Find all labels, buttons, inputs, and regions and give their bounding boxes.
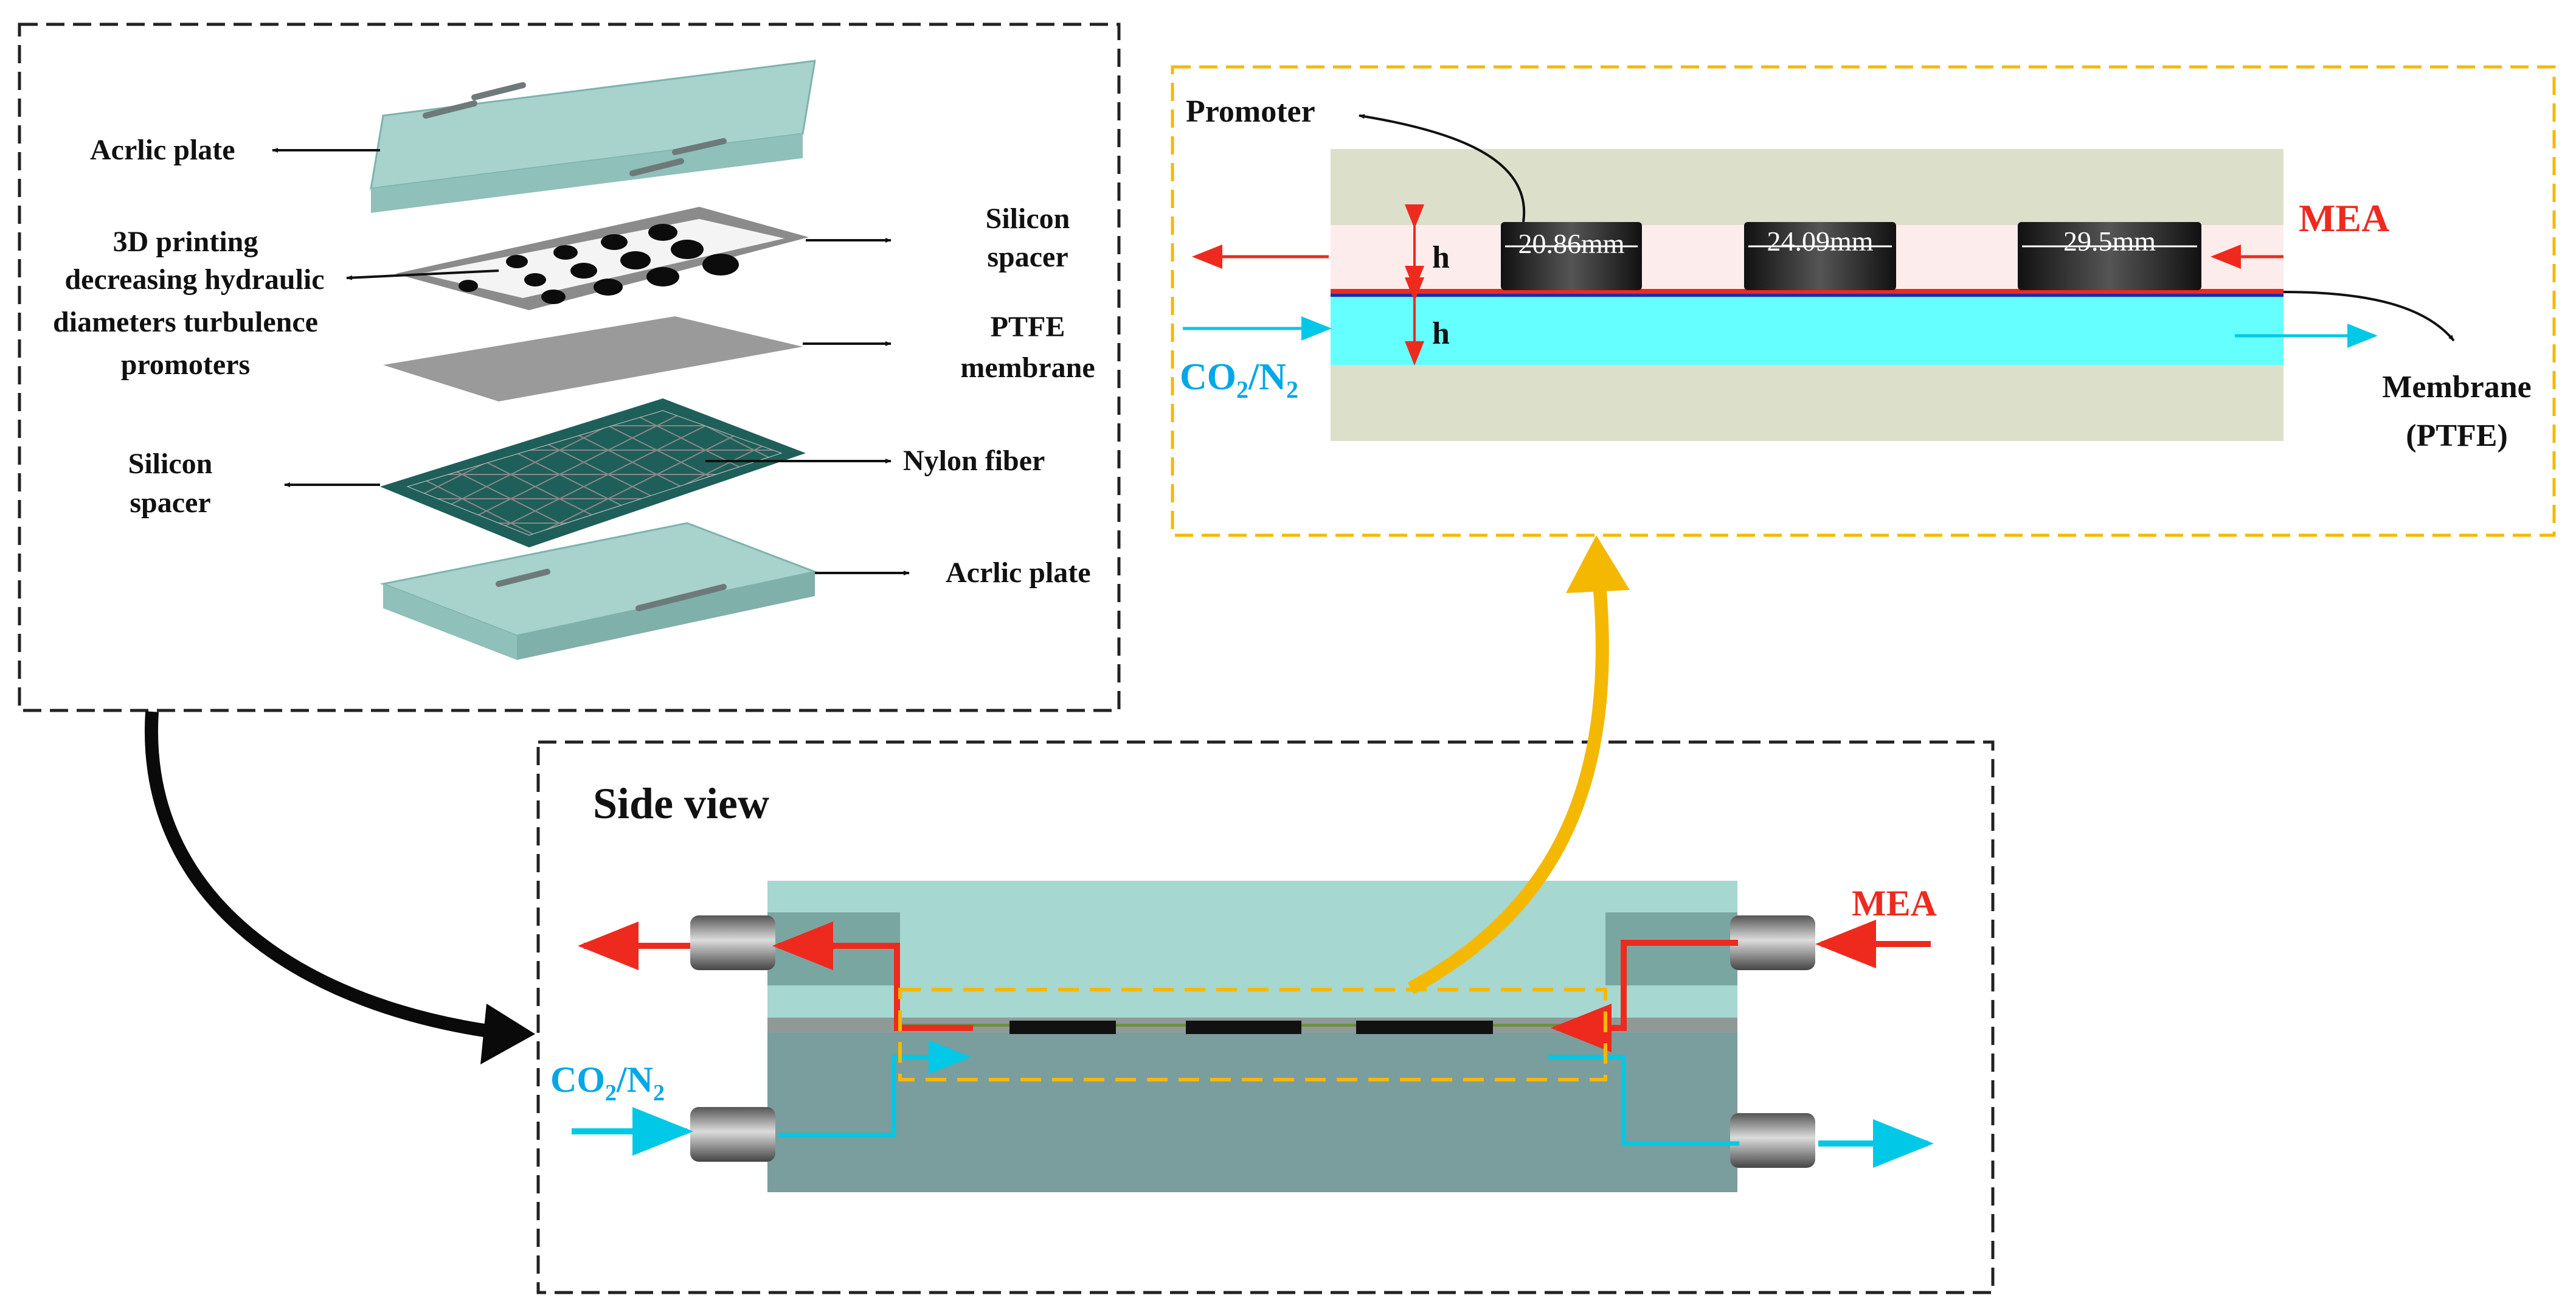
exploded-view-panel: Acrlic plate 3D printing decreasing hydr… <box>18 23 1121 712</box>
side-view-title: Side view <box>593 779 769 828</box>
leader-promoters <box>346 269 499 280</box>
silicon-spacer-with-promoters <box>395 207 809 310</box>
side-gas-label: CO2/N2 <box>550 1060 665 1106</box>
promoter-dim-1: 20.86mm <box>1518 228 1624 259</box>
pipe-bottom-right <box>1730 1113 1815 1168</box>
exploded-panel-frame <box>18 23 1121 712</box>
promoter-block-1 <box>1501 222 1642 290</box>
pipe-top-left <box>690 915 775 970</box>
label-spacer-right-2: spacer <box>987 241 1068 273</box>
turbulence-promoter-holes <box>459 224 739 304</box>
label-promoters-2: decreasing hydraulic <box>64 263 324 296</box>
side-mea-flow <box>1551 940 1738 1052</box>
membrane-callout <box>2283 291 2455 342</box>
detail-panel-frame <box>1171 65 2556 537</box>
detail-membrane-line <box>1331 289 2283 294</box>
label-ptfe-1: PTFE <box>991 311 1065 343</box>
detail-mea-label: MEA <box>2299 196 2389 240</box>
side-gas-flow-left <box>778 1040 971 1137</box>
promoter-callout <box>1359 114 1526 223</box>
side-upper-body <box>767 881 1737 1018</box>
label-spacer-left-2: spacer <box>130 487 210 519</box>
side-right-recess <box>1605 912 1737 985</box>
side-view-panel: Side view MEA CO2/N2 <box>536 740 1995 1294</box>
label-acrylic-bottom: Acrlic plate <box>946 557 1091 589</box>
side-mea-flow-left <box>772 922 973 1031</box>
label-ptfe-2: membrane <box>960 352 1095 384</box>
exploded-to-side-arrowhead <box>480 1004 535 1064</box>
membrane-label-1: Membrane <box>2382 370 2531 404</box>
side-to-detail-arrow <box>1407 583 1609 994</box>
label-acrylic-top: Acrlic plate <box>90 134 235 166</box>
label-promoters-4: promoters <box>121 349 250 381</box>
side-mea-label: MEA <box>1852 883 1937 923</box>
side-to-detail-arrowhead <box>1566 535 1630 593</box>
side-gas-flow-right <box>1548 1055 1739 1146</box>
label-nylon: Nylon fiber <box>903 445 1045 477</box>
h-label-top: h <box>1432 240 1450 275</box>
detail-gas-label: CO2/N2 <box>1180 356 1298 403</box>
promoter-block-3 <box>2018 222 2201 290</box>
detail-panel: 20.86mm 24.09mm 29.5mm h h Promoter Memb… <box>1171 65 2556 537</box>
label-promoters-1: 3D printing <box>113 226 258 258</box>
promoter-dim-2: 24.09mm <box>1767 226 1873 257</box>
label-spacer-right-1: Silicon <box>986 203 1070 235</box>
side-highlight-box <box>898 988 1607 1081</box>
side-promoter-1 <box>1009 1021 1116 1034</box>
detail-top-plate <box>1331 149 2283 225</box>
ptfe-membrane <box>383 316 803 401</box>
acrylic-plate-top <box>370 60 816 213</box>
side-promoter-3 <box>1356 1021 1493 1034</box>
pipe-top-right <box>1730 915 1815 970</box>
detail-bottom-plate <box>1331 365 2283 441</box>
detail-gas-channel <box>1331 297 2283 365</box>
label-promoters-3: diameters turbulence <box>53 306 318 338</box>
exploded-to-side-arrow <box>144 711 512 1041</box>
promoter-label: Promoter <box>1186 94 1315 129</box>
h-label-bottom: h <box>1432 316 1450 351</box>
detail-membrane-blue <box>1331 294 2283 297</box>
side-promoter-2 <box>1186 1021 1301 1034</box>
nylon-fiber-spacer <box>380 398 806 547</box>
promoter-dim-3: 29.5mm <box>2063 226 2156 257</box>
promoter-block-2 <box>1744 222 1896 290</box>
acrylic-plate-bottom <box>379 522 819 660</box>
membrane-label-2: (PTFE) <box>2406 418 2508 453</box>
side-view-frame <box>536 740 1995 1294</box>
label-spacer-left-1: Silicon <box>128 448 213 480</box>
pipe-bottom-left <box>690 1107 775 1162</box>
